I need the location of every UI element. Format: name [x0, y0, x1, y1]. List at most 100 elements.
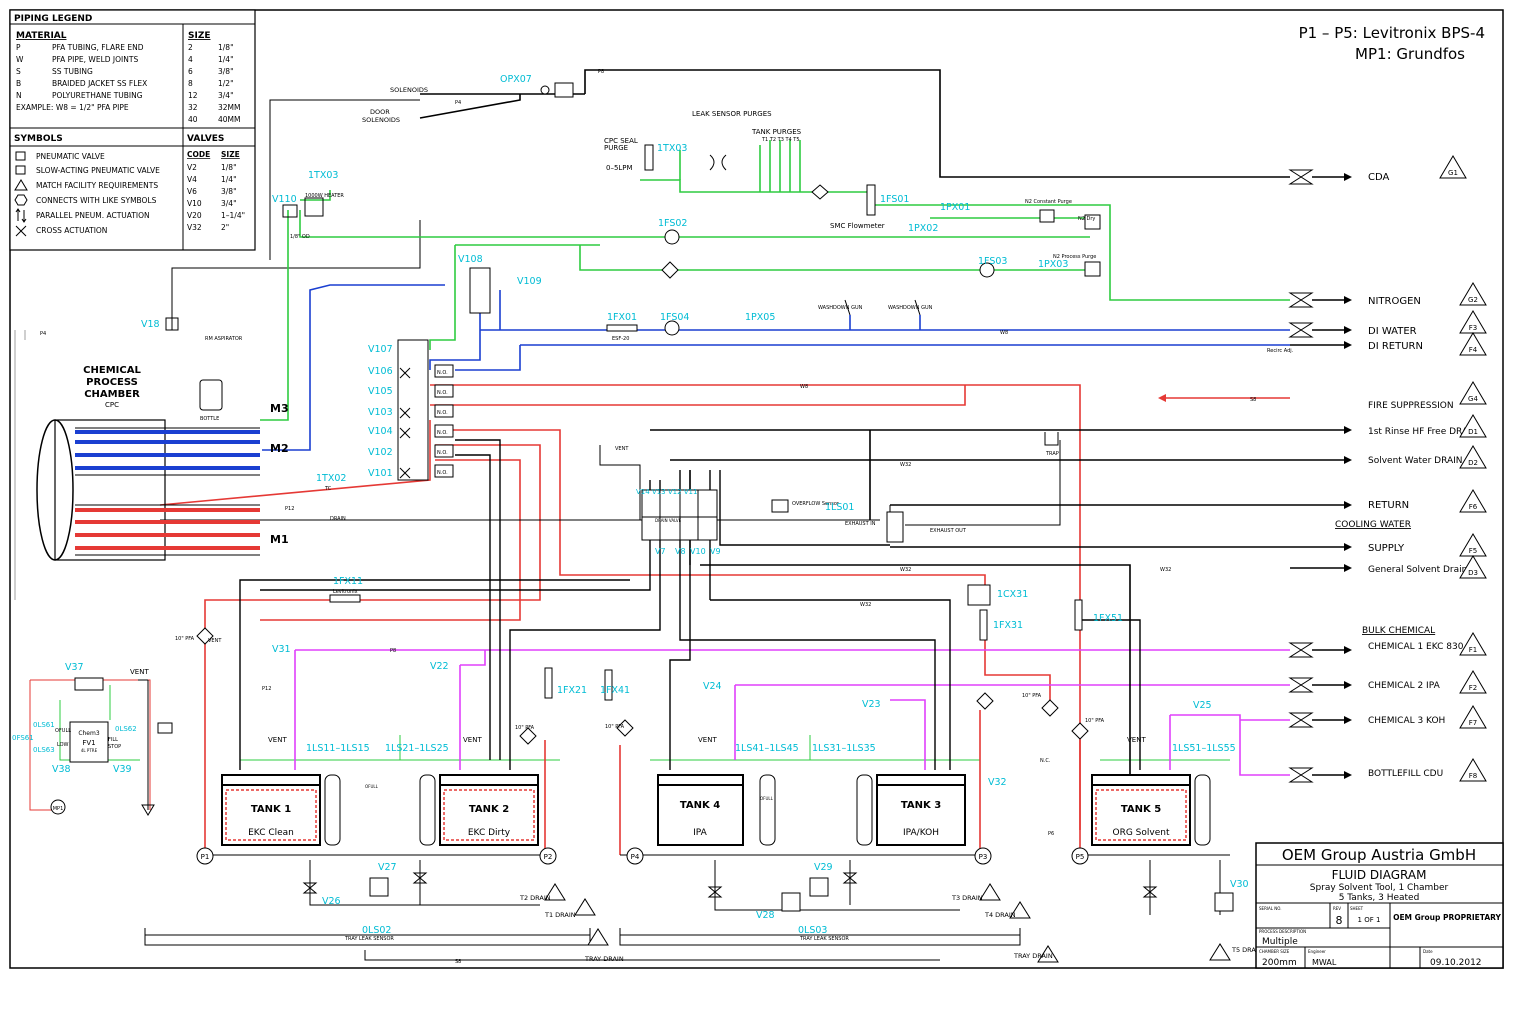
tag-0ls62: 0LS62	[115, 725, 137, 733]
legend-symbols-head: SYMBOLS	[14, 134, 63, 144]
date-value: 09.10.2012	[1430, 958, 1482, 968]
valve-size: 1/8"	[221, 163, 237, 172]
chamber-size-value: 200mm	[1262, 958, 1297, 968]
cooling-water-label: COOLING WATER	[1335, 520, 1411, 530]
overflow-sensor-icon	[771, 499, 789, 513]
pfa-label: 10" PFA	[515, 725, 535, 731]
low-label: LOW	[57, 742, 69, 748]
legend-valves-head: VALVES	[187, 134, 224, 144]
nc-label: N.O.	[437, 410, 448, 416]
tag-v8: V8	[675, 547, 686, 556]
tag-v101: V101	[368, 468, 393, 479]
mat-desc: PFA PIPE, WELD JOINTS	[52, 55, 138, 64]
tank-name: TANK 1	[251, 804, 291, 815]
symbol-label: MATCH FACILITY REQUIREMENTS	[36, 181, 158, 190]
outlet-label: DI RETURN	[1368, 341, 1423, 352]
valve-code: V10	[187, 199, 202, 208]
tag-v23: V23	[862, 699, 881, 710]
nc-label: N.C.	[1040, 758, 1051, 764]
size-value: 1/4"	[218, 55, 234, 64]
heater-icon	[304, 197, 324, 217]
vent-label: VENT	[1127, 736, 1146, 744]
bottlefill-line	[1170, 714, 1290, 776]
aspirator-valve-icon	[165, 317, 179, 331]
pfa-label: 10" PFA	[1022, 693, 1042, 699]
facility-triangles	[1439, 155, 1487, 782]
tag-1cx31: 1CX31	[997, 589, 1028, 600]
w8-label: W8	[1000, 330, 1008, 336]
n2-dry-valve	[1084, 214, 1101, 230]
tag-f4: F4	[1469, 346, 1478, 354]
parallel-actuation-icon	[15, 208, 27, 223]
drain-label: DRAIN	[330, 516, 346, 522]
tag-1ls31: 1LS31–1LS35	[812, 743, 876, 754]
tag-v103: V103	[368, 407, 393, 418]
tag-1tx03: 1TX03	[308, 170, 338, 181]
tag-v24: V24	[703, 681, 722, 692]
valve-size: 3/4"	[221, 199, 237, 208]
tag-v18: V18	[141, 319, 160, 330]
chamber-label: CHEMICAL	[83, 365, 141, 376]
chamber-size-label: CHAMBER SIZE	[1259, 949, 1290, 954]
trap-label: TRAP	[1045, 451, 1059, 457]
gauge-icon	[540, 85, 550, 95]
nc-label: N.O.	[437, 470, 448, 476]
nitrogen-line	[640, 179, 1290, 301]
chamber-label: CHAMBER	[84, 389, 140, 400]
od-label: 1/8" OD	[290, 234, 310, 240]
bulk-chemical-label: BULK CHEMICAL	[1362, 626, 1435, 636]
tray-leak-label: TRAY LEAK SENSOR	[799, 936, 849, 942]
tag-v29: V29	[814, 862, 833, 873]
p12-label: P12	[262, 686, 271, 692]
tag-1tx02: 1TX02	[316, 473, 346, 484]
valves-code-head: CODE	[187, 150, 210, 159]
tag-1fx41: 1FX41	[600, 685, 630, 696]
tank-name: TANK 2	[469, 804, 509, 815]
w32-label: W32	[1160, 567, 1171, 573]
fv1-label: FV1	[82, 739, 95, 747]
filter-icon	[282, 204, 298, 218]
mat-code: S	[16, 67, 21, 76]
n2-const-valve	[1039, 209, 1055, 223]
size-code: 2	[188, 43, 193, 52]
p8-label: P8	[598, 69, 604, 75]
pfa-label: 10" PFA	[605, 724, 625, 730]
tag-0ls63: 0LS63	[33, 746, 55, 754]
tag-v37: V37	[65, 662, 84, 673]
valve-code: V4	[187, 175, 197, 184]
rev-label: REV	[1333, 906, 1341, 911]
pneumatic-valve-icon	[15, 151, 26, 161]
engineer-value: MWAL	[1312, 958, 1337, 967]
tank-2: TANK 2 EKC Dirty	[439, 774, 539, 846]
restrictor-icon	[709, 154, 727, 171]
tag-v27: V27	[378, 862, 397, 873]
valve-code: V2	[187, 163, 197, 172]
pfa-label: 10" PFA	[1085, 718, 1105, 724]
p8-label: P8	[390, 648, 396, 654]
outlet-label: General Solvent Drain	[1368, 565, 1467, 575]
solenoids-label: SOLENOIDS	[390, 86, 428, 94]
vent-label: VENT	[130, 668, 149, 676]
drawing-title: FLUID DIAGRAM	[1332, 868, 1427, 882]
n2-const-label: N2 Constant Purge	[1025, 199, 1072, 205]
tag-v9: V9	[710, 547, 721, 556]
w8-label: W8	[800, 384, 808, 390]
mat-desc: BRAIDED JACKET SS FLEX	[52, 79, 147, 88]
drawing-subtitle: 5 Tanks, 3 Heated	[1339, 893, 1420, 903]
mat-desc: SS TUBING	[52, 67, 93, 76]
tag-v28: V28	[756, 910, 775, 921]
outlet-label: CHEMICAL 3 KOH	[1368, 716, 1445, 726]
tag-1fx11: 1FX11	[333, 576, 363, 587]
legend-size-head: SIZE	[188, 31, 211, 41]
tank-5: TANK 5 ORG Solvent	[1091, 774, 1191, 846]
tag-f7: F7	[1469, 719, 1477, 727]
symbol-label: PARALLEL PNEUM. ACTUATION	[36, 211, 150, 220]
nc-label: N.O.	[437, 390, 448, 396]
s8-label: S8	[1250, 397, 1256, 403]
valve-size: 1/4"	[221, 175, 237, 184]
tag-1px05: 1PX05	[745, 312, 775, 323]
tag-1px03: 1PX03	[1038, 259, 1068, 270]
tag-v104: V104	[368, 426, 393, 437]
pump-label: P2	[544, 853, 553, 861]
